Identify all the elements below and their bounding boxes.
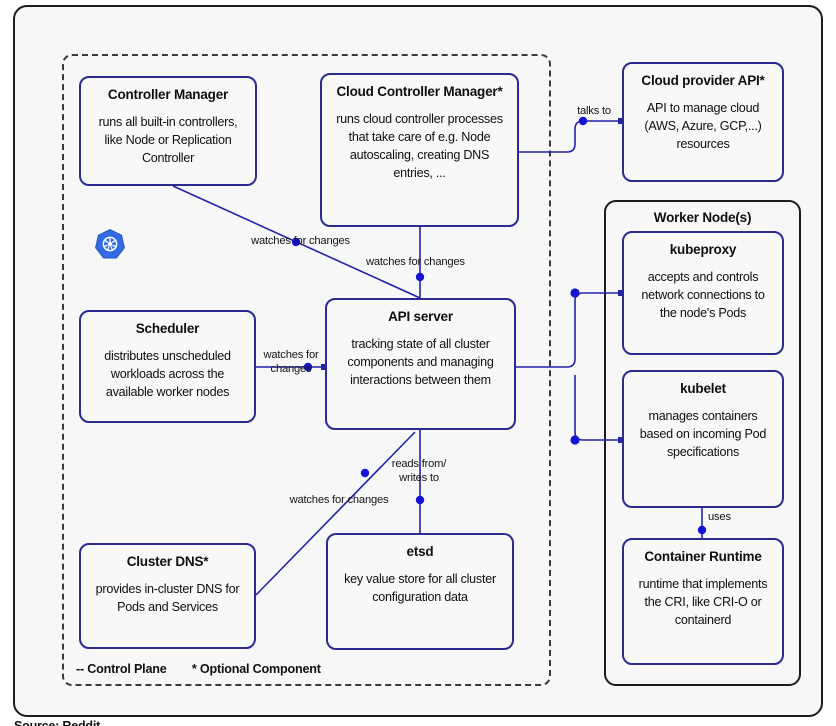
node-etcd[interactable]: etsd key value store for all cluster con…	[326, 533, 514, 650]
edge-label-api-server-to-etcd: reads from/ writes to	[391, 458, 447, 485]
worker-node-title: Worker Node(s)	[653, 210, 752, 225]
node-description: accepts and controls network connections…	[641, 269, 765, 320]
edge-label-cluster-dns-to-api-server: watches for changes	[289, 494, 389, 506]
node-title: kubelet	[680, 381, 726, 396]
node-description: runs cloud controller processes that tak…	[336, 111, 503, 180]
node-description: runs all built-in controllers, like Node…	[98, 114, 238, 165]
edge-label-scheduler-to-api-server: watches for changes	[263, 349, 319, 376]
kubernetes-logo	[94, 228, 126, 260]
node-api-server[interactable]: API server tracking state of all cluster…	[325, 298, 516, 430]
node-kubeproxy[interactable]: kubeproxy accepts and controls network c…	[622, 231, 784, 355]
edge-label-kubelet-to-container-runtime: uses	[708, 511, 731, 523]
legend: -- Control Plane * Optional Component	[76, 662, 321, 676]
node-title: etsd	[406, 544, 434, 559]
legend-control-plane: -- Control Plane	[76, 662, 167, 676]
source-note: Source: Reddit	[14, 719, 101, 726]
node-title: kubeproxy	[669, 242, 737, 257]
node-title: Scheduler	[135, 321, 200, 336]
node-controller-manager[interactable]: Controller Manager runs all built-in con…	[79, 76, 257, 186]
node-description: API to manage cloud (AWS, Azure, GCP,...…	[644, 100, 762, 151]
node-title: Cloud Controller Manager*	[336, 84, 503, 99]
edge-label-controller-manager-to-api-server: watches for changes	[251, 235, 350, 247]
node-title: Cluster DNS*	[126, 554, 209, 569]
node-description: manages containers based on incoming Pod…	[639, 408, 767, 459]
edge-label-cloud-controller-manager-to-cloud-provider-api: talks to	[577, 105, 611, 117]
node-description: runtime that implements the CRI, like CR…	[638, 576, 768, 627]
node-cluster-dns[interactable]: Cluster DNS* provides in-cluster DNS for…	[79, 543, 256, 649]
node-description: distributes unscheduled workloads across…	[104, 348, 231, 399]
node-description: tracking state of all cluster components…	[347, 336, 494, 387]
node-cloud-controller-manager[interactable]: Cloud Controller Manager* runs cloud con…	[320, 73, 519, 227]
node-title: Cloud provider API*	[641, 73, 765, 88]
node-container-runtime[interactable]: Container Runtime runtime that implement…	[622, 538, 784, 665]
node-title: Controller Manager	[107, 87, 229, 102]
node-title: API server	[388, 309, 453, 324]
node-scheduler[interactable]: Scheduler distributes unscheduled worklo…	[79, 310, 256, 423]
node-title: Container Runtime	[644, 549, 762, 564]
node-cloud-provider-api[interactable]: Cloud provider API* API to manage cloud …	[622, 62, 784, 182]
edge-label-cloud-controller-manager-to-api-server: watches for changes	[366, 256, 465, 268]
node-description: provides in-cluster DNS for Pods and Ser…	[95, 581, 240, 614]
legend-optional-component: * Optional Component	[191, 662, 321, 676]
node-kubelet[interactable]: kubelet manages containers based on inco…	[622, 370, 784, 508]
node-description: key value store for all cluster configur…	[344, 571, 496, 604]
